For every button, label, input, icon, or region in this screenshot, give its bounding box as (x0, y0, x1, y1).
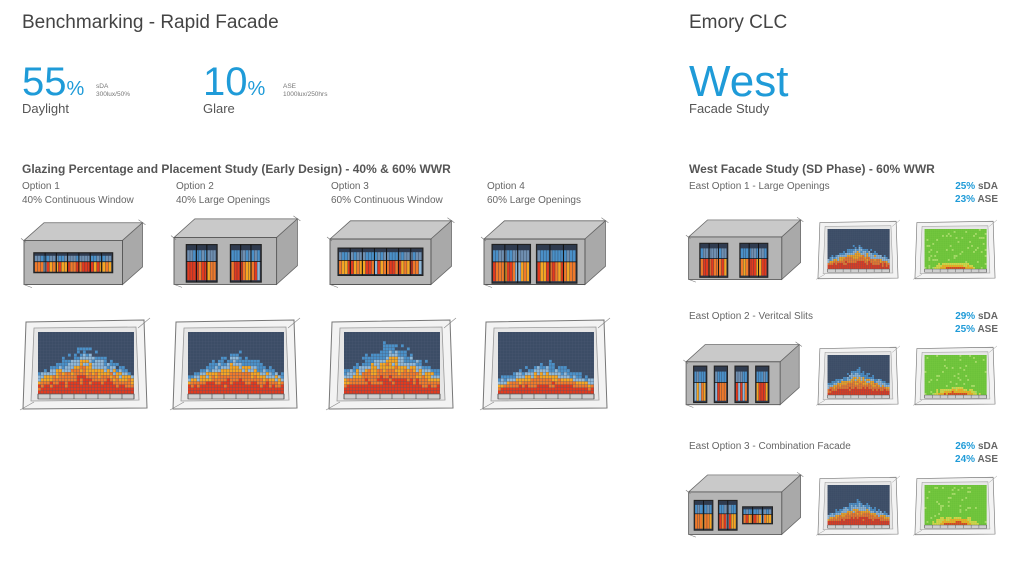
glare-label: Glare (203, 101, 235, 116)
option-3-sda-heatmap (325, 317, 457, 411)
east-option-3-sda-heatmap (815, 475, 901, 536)
east-option-3-ase: 24% (955, 454, 976, 465)
option-2-desc: 40% Large Openings (176, 194, 270, 206)
option-4-name: Option 4 (487, 181, 525, 192)
ase-label: ASE (975, 194, 998, 205)
option-2-label: Option 2 40% Large Openings (176, 180, 270, 207)
option-3-name: Option 3 (331, 181, 369, 192)
daylight-value: 55 (22, 60, 67, 104)
option-3-desc: 60% Continuous Window (331, 194, 443, 206)
glare-unit-2: 1000lux/250hrs (283, 90, 328, 98)
daylight-label: Daylight (22, 101, 69, 116)
glare-unit-1: ASE (283, 83, 297, 90)
east-option-2-stats: 29% sDA 25% ASE (955, 310, 998, 336)
glare-unit: ASE 1000lux/250hrs (283, 83, 327, 99)
east-option-3-ase-heatmap (912, 475, 998, 536)
east-option-3-room-render (685, 471, 804, 538)
daylight-metric: 55% (22, 62, 84, 102)
option-4-label: Option 4 60% Large Openings (487, 180, 581, 207)
daylight-unit: sDA 300lux/50% (96, 83, 130, 99)
east-option-1-room-render (685, 216, 804, 283)
sda-label: sDA (975, 311, 998, 322)
east-option-2-room-render (683, 341, 803, 408)
sda-label: sDA (975, 181, 998, 192)
option-2-name: Option 2 (176, 181, 214, 192)
option-2-room-render (170, 215, 301, 288)
facade-orientation: West (689, 57, 789, 106)
east-option-1-sda-heatmap (815, 219, 901, 280)
option-1-sda-heatmap (19, 317, 151, 411)
ase-label: ASE (975, 324, 998, 335)
right-title: Emory CLC (689, 12, 788, 33)
east-option-2-sda: 29% (955, 311, 976, 322)
option-1-desc: 40% Continuous Window (22, 194, 134, 206)
ase-label: ASE (975, 454, 998, 465)
option-2-sda-heatmap (169, 317, 301, 411)
facade-subtitle: Facade Study (689, 101, 770, 116)
east-option-2-ase-heatmap (912, 345, 998, 406)
east-option-1-ase-heatmap (912, 219, 998, 280)
option-1-name: Option 1 (22, 181, 60, 192)
east-option-3-sda: 26% (955, 441, 976, 452)
east-option-1-sda: 25% (955, 181, 976, 192)
daylight-unit-2: 300lux/50% (96, 90, 130, 98)
option-1-room-render (20, 219, 146, 288)
option-1-label: Option 1 40% Continuous Window (22, 180, 134, 207)
option-3-room-render (326, 217, 455, 288)
daylight-pct: % (66, 78, 85, 100)
option-4-desc: 60% Large Openings (487, 194, 581, 206)
option-3-label: Option 3 60% Continuous Window (331, 180, 443, 207)
east-option-3-label: East Option 3 - Combination Facade (689, 441, 851, 452)
option-4-room-render (480, 217, 609, 288)
left-study-title: Glazing Percentage and Placement Study (… (22, 162, 451, 176)
east-option-1-ase: 23% (955, 194, 976, 205)
east-option-1-label: East Option 1 - Large Openings (689, 181, 830, 192)
glare-metric: 10% (203, 62, 265, 102)
east-option-2-label: East Option 2 - Veritcal Slits (689, 311, 813, 322)
sda-label: sDA (975, 441, 998, 452)
east-option-2-ase: 25% (955, 324, 976, 335)
option-4-sda-heatmap (479, 317, 611, 411)
right-study-title: West Facade Study (SD Phase) - 60% WWR (689, 162, 935, 176)
daylight-unit-1: sDA (96, 83, 109, 90)
glare-value: 10 (203, 60, 248, 104)
east-option-1-stats: 25% sDA 23% ASE (955, 180, 998, 206)
glare-pct: % (247, 78, 266, 100)
east-option-3-stats: 26% sDA 24% ASE (955, 440, 998, 466)
east-option-2-sda-heatmap (815, 345, 901, 406)
left-title: Benchmarking - Rapid Facade (22, 12, 279, 33)
